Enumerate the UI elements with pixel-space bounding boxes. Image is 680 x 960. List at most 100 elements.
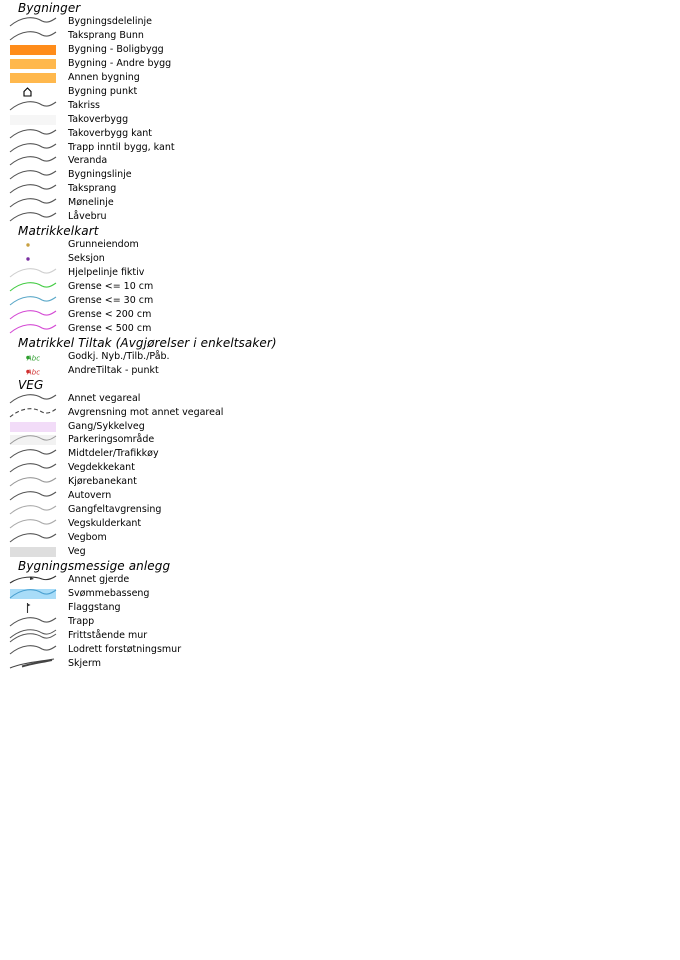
legend-item-label: AndreTiltak - punkt [68,364,159,376]
legend-symbol-curve [8,322,58,336]
legend-item-andretiltak-punkt: Abc AndreTiltak - punkt [0,364,300,378]
legend-symbol-curve [8,392,58,406]
legend-item-hjelpelinje-fiktiv: Hjelpelinje fiktiv [0,266,300,280]
legend-item-label: Taksprang Bunn [68,29,144,41]
legend-symbol-rect [8,43,58,57]
legend-item-vegskulderkant: Vegskulderkant [0,517,300,531]
legend-group-title: Bygninger [18,1,81,15]
legend-symbol-dot [8,252,58,266]
legend-item-label: Lodrett forstøtningsmur [68,643,182,655]
legend-item-trapp: Trapp [0,615,300,629]
legend-item-label: Seksjon [68,253,105,265]
legend-item-parkeringsomrade: Parkeringsområde [0,433,300,447]
legend-item-label: Svømmebasseng [68,587,150,599]
legend-symbol-fence [8,573,58,587]
legend-item-label: Gangfeltavgrensing [68,504,162,516]
legend-item-label: Taksprang [68,183,117,195]
legend-item-label: Grense <= 30 cm [68,294,154,306]
legend-symbol-curve [8,182,58,196]
legend-item-label: Frittstående mur [68,629,148,641]
legend-item-annet-gjerde: Annet gjerde [0,573,300,587]
legend-symbol-curve [8,127,58,141]
legend-item-godkj-nyb-tilb-pab: Abc Godkj. Nyb./Tilb./Påb. [0,350,300,364]
legend-symbol-curve [8,210,58,224]
legend-item-midtdeler-trafikkoy: Midtdeler/Trafikkøy [0,447,300,461]
legend-item-bygningsdelelinje: Bygningsdelelinje [0,15,300,29]
legend-item-annen-bygning: Annen bygning [0,71,300,85]
legend-group-title: Bygningsmessige anlegg [18,559,171,573]
legend-item-takoverbygg-kant: Takoverbygg kant [0,127,300,141]
legend-group-title: VEG [18,377,44,392]
legend-item-grunneiendom: Grunneiendom [0,238,300,252]
legend-item-label: Godkj. Nyb./Tilb./Påb. [68,350,170,362]
legend-symbol-dot [8,238,58,252]
legend-item-label: Trapp inntil bygg, kant [68,141,175,153]
legend-symbol-abc-green: Abc [8,350,58,364]
legend-item-gang-sykkelveg: Gang/Sykkelveg [0,420,300,434]
legend-symbol-rect [8,420,58,434]
legend-item-vegdekkekant: Vegdekkekant [0,461,300,475]
legend-item-label: Bygning - Andre bygg [68,57,172,69]
legend-item-label: Bygningslinje [68,169,132,181]
legend-item-trapp-inntil-bygg-kant: Trapp inntil bygg, kant [0,141,300,155]
legend-item-flaggstang: Flaggstang [0,601,300,615]
legend-item-taksprang-bunn: Taksprang Bunn [0,29,300,43]
legend-symbol-curve [8,29,58,43]
legend-item-label: Veg [68,546,86,558]
legend-symbol-double-curve [8,628,58,643]
legend-symbol-curve [8,308,58,322]
legend-item-gangfeltavgrensing: Gangfeltavgrensing [0,503,300,517]
legend-item-label: Avgrensning mot annet vegareal [68,406,224,418]
legend-item-taksprang: Taksprang [0,182,300,196]
legend-group-title: Matrikkelkart [18,224,99,239]
legend-item-label: Vegskulderkant [68,518,142,530]
legend-item-label: Mønelinje [68,197,114,209]
legend-symbol-screen [8,657,58,671]
legend-item-label: Skjerm [68,657,102,669]
legend-item-label: Flaggstang [68,601,121,613]
legend-item-label: Bygning - Boligbygg [68,43,164,55]
legend-item-skjerm: Skjerm [0,657,300,671]
legend-symbol-curve [8,643,58,657]
legend-item-svommebasseng: Svømmebasseng [0,587,300,601]
legend-item-grense-500-cm: Grense < 500 cm [0,322,300,336]
legend-item-label: Parkeringsområde [68,434,155,446]
legend-symbol-curve [8,99,58,113]
legend-item-kjorebanekant: Kjørebanekant [0,475,300,489]
flag-icon [8,601,58,615]
legend-symbol-pool [8,587,58,601]
legend-symbol-rect [8,113,58,127]
legend-symbol-dashed [8,406,58,420]
legend-item-label: Takriss [68,99,100,111]
legend-item-label: Låvebru [68,211,107,223]
legend-symbol-curve [8,447,58,461]
legend-symbol-rect [8,71,58,85]
legend-item-label: Veranda [68,155,108,167]
legend-item-avgrensning-mot-annet-vegareal: Avgrensning mot annet vegareal [0,406,300,420]
legend-item-label: Gang/Sykkelveg [68,420,145,432]
legend-item-bygning-punkt: Bygning punkt [0,85,300,99]
legend-symbol-curve [8,266,58,280]
legend-symbol-rect-curve [8,433,58,447]
legend-symbol-abc-red: Abc [8,364,58,378]
legend-symbol-curve [8,196,58,210]
legend-symbol-curve [8,517,58,531]
legend-item-frittstaende-mur: Frittstående mur [0,628,300,643]
legend-item-label: Takoverbygg kant [68,127,153,139]
legend-item-autovern: Autovern [0,489,300,503]
legend-item-label: Grense < 200 cm [68,308,152,320]
legend-item-takriss: Takriss [0,99,300,113]
house-icon [8,85,58,99]
legend-item-label: Takoverbygg [68,113,129,125]
legend-item-label: Annen bygning [68,71,140,83]
legend-group-title: Matrikkel Tiltak (Avgjørelser i enkeltsa… [18,335,277,350]
legend-item-grense-200-cm: Grense < 200 cm [0,308,300,322]
legend-item-label: Annet vegareal [68,392,141,404]
legend-item-seksjon: Seksjon [0,252,300,266]
legend-item-label: Vegdekkekant [68,462,135,474]
legend-item-monelinje: Mønelinje [0,196,300,210]
legend-item-label: Annet gjerde [68,573,130,585]
legend-symbol-curve [8,294,58,308]
legend-item-label: Bygning punkt [68,85,138,97]
legend-item-label: Grense < 500 cm [68,322,152,334]
